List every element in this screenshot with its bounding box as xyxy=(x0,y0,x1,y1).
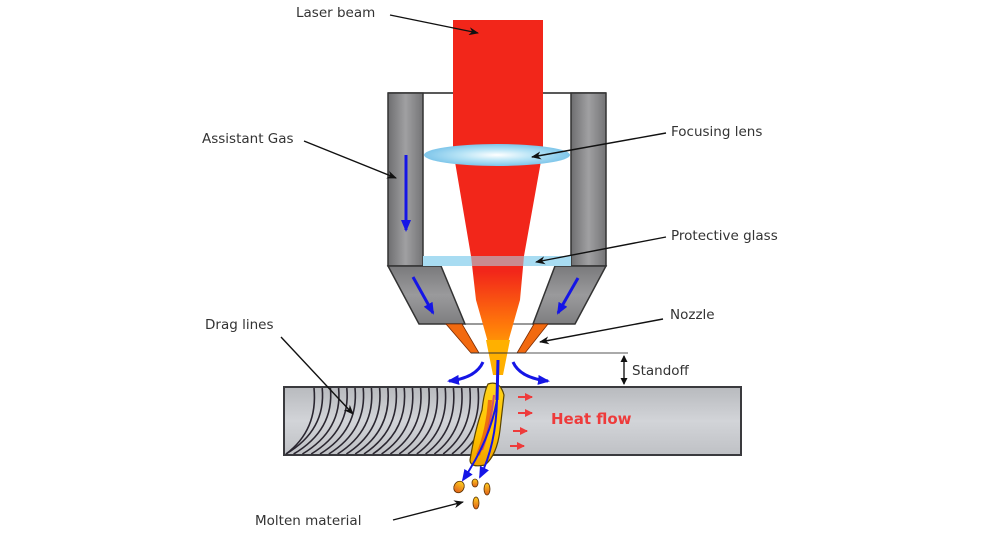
label-heat-flow: Heat flow xyxy=(551,410,632,428)
label-standoff: Standoff xyxy=(632,363,690,379)
focusing-lens xyxy=(424,144,570,166)
drag-line xyxy=(416,387,447,455)
drag-line xyxy=(328,387,365,455)
molten-droplets xyxy=(453,478,491,510)
drag-line xyxy=(381,387,414,455)
label-protective-glass: Protective glass xyxy=(671,228,778,244)
laser-beam xyxy=(453,20,543,375)
drag-line xyxy=(310,387,348,455)
drag-line xyxy=(354,387,389,455)
standoff-indicator xyxy=(525,352,628,385)
drag-line xyxy=(345,387,381,455)
label-focusing-lens: Focusing lens xyxy=(671,124,762,140)
drag-line xyxy=(301,387,340,455)
leader-lines xyxy=(280,14,667,521)
drag-lines xyxy=(285,387,488,455)
drag-line xyxy=(363,387,398,455)
drag-line xyxy=(293,387,332,455)
drag-line xyxy=(319,387,357,455)
drag-line xyxy=(337,387,373,455)
drag-line xyxy=(451,387,480,455)
label-drag-lines: Drag lines xyxy=(205,317,273,333)
drag-line xyxy=(407,387,439,455)
heat-flow-arrows xyxy=(510,393,533,450)
label-assistant-gas: Assistant Gas xyxy=(202,131,294,147)
gas-flow-arrows xyxy=(401,155,580,385)
drag-line xyxy=(285,387,324,455)
drag-line xyxy=(372,387,406,455)
drag-line xyxy=(389,387,422,455)
drag-line xyxy=(425,387,455,455)
drag-line xyxy=(285,387,316,455)
label-nozzle: Nozzle xyxy=(670,307,715,323)
kerf-melt-zone xyxy=(461,359,505,482)
label-molten-material: Molten material xyxy=(255,513,361,529)
drag-line xyxy=(442,387,472,455)
workpiece xyxy=(283,386,742,456)
drag-line xyxy=(433,387,463,455)
label-laser-beam: Laser beam xyxy=(296,5,375,21)
drag-line xyxy=(398,387,431,455)
